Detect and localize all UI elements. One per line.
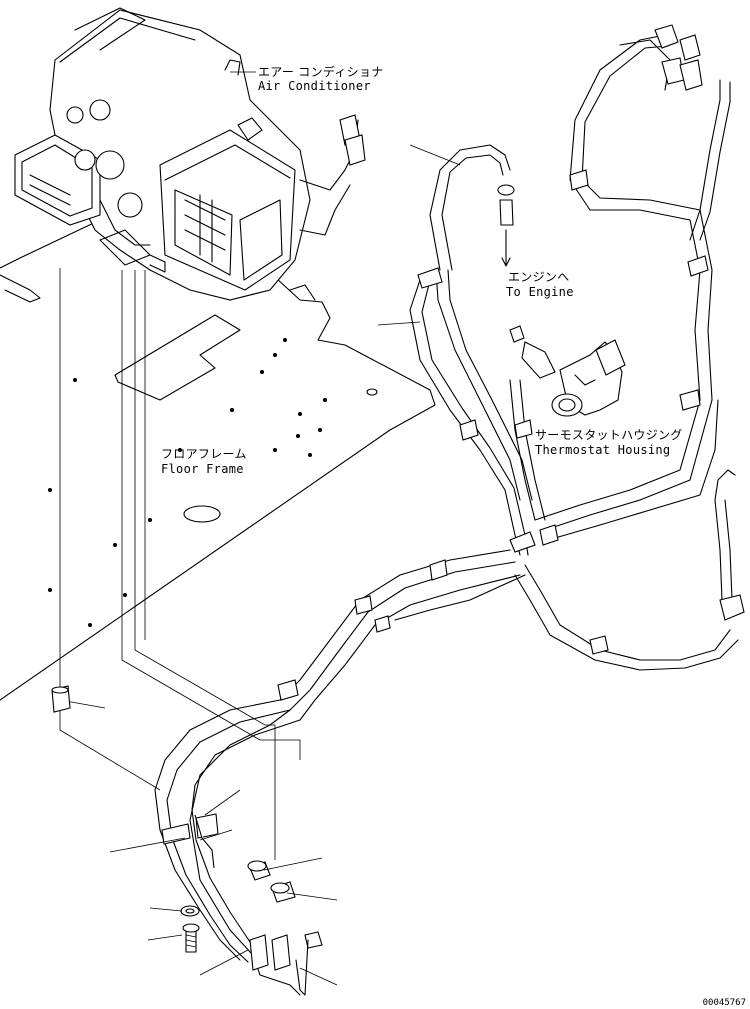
to-engine-label-en: To Engine <box>506 285 574 299</box>
hardware-parts <box>51 685 296 953</box>
drawing-number: 00045767 <box>702 998 746 1008</box>
engine-fittings <box>497 184 556 379</box>
air-conditioner-label-en: Air Conditioner <box>258 79 371 93</box>
thermostat-housing <box>551 339 626 417</box>
hose-clamps <box>161 169 709 869</box>
reference-lines <box>59 268 301 860</box>
thermostat-housing-label-en: Thermostat Housing <box>535 443 671 457</box>
air-conditioner-unit <box>14 7 366 301</box>
leader-lines <box>109 71 461 986</box>
floor-frame-plate <box>0 189 436 701</box>
air-conditioner-label-jp: エアー コンディショナ <box>258 65 384 79</box>
floor-frame-label-en: Floor Frame <box>161 462 244 476</box>
floor-hole <box>183 505 221 523</box>
heater-hoses <box>154 24 745 996</box>
floor-frame-label-jp: フロアフレーム <box>161 447 247 461</box>
thermostat-housing-label-jp: サーモスタットハウジング <box>535 428 683 442</box>
to-engine-label-jp: エンジンへ <box>508 270 570 284</box>
